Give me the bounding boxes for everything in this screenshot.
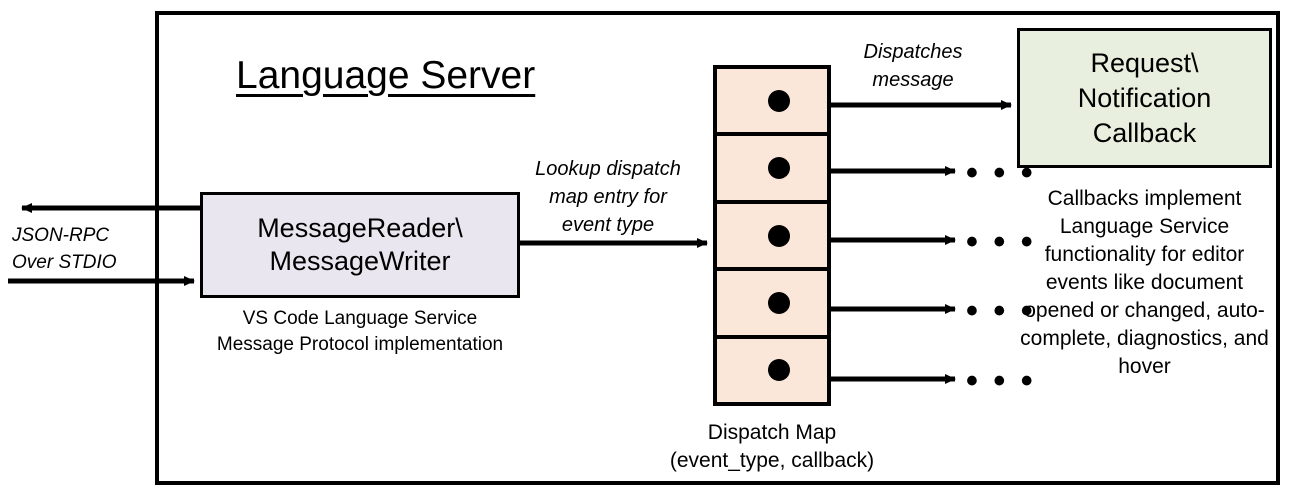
ellipsis-row-4: • • • bbox=[966, 292, 1036, 330]
dispatch-map-table[interactable] bbox=[713, 65, 831, 406]
callback-label-line3: Callback bbox=[1092, 117, 1197, 148]
request-notification-callback-box[interactable]: Request\ Notification Callback bbox=[1017, 28, 1272, 168]
message-writer-label: MessageWriter bbox=[269, 246, 451, 276]
callback-label-line2: Notification bbox=[1077, 82, 1212, 113]
language-server-container bbox=[155, 11, 1280, 485]
dispatch-dot-icon bbox=[768, 359, 790, 382]
dispatch-row-2[interactable] bbox=[717, 136, 827, 204]
dispatch-row-3[interactable] bbox=[717, 204, 827, 272]
message-reader-writer-box[interactable]: MessageReader\ MessageWriter bbox=[200, 192, 520, 298]
callback-caption: Callbacks implement Language Service fun… bbox=[1020, 187, 1269, 378]
dispatch-row-5[interactable] bbox=[717, 339, 827, 402]
message-reader-label: MessageReader\ bbox=[257, 213, 463, 243]
edge-label-dispatches-message: Dispatches message bbox=[863, 41, 963, 91]
callback-label-line1: Request\ bbox=[1090, 47, 1199, 78]
dispatch-dot-icon bbox=[768, 89, 790, 112]
page-title: Language Server bbox=[236, 54, 536, 97]
dispatch-dot-icon bbox=[768, 157, 790, 180]
message-reader-writer-caption: VS Code Language Service Message Protoco… bbox=[216, 308, 504, 355]
dispatch-row-1[interactable] bbox=[717, 69, 827, 137]
dispatch-map-caption: Dispatch Map (event_type, callback) bbox=[669, 421, 875, 472]
edge-label-jsonrpc: JSON-RPC Over STDIO bbox=[12, 225, 117, 273]
ellipsis-row-3: • • • bbox=[966, 223, 1036, 261]
dispatch-dot-icon bbox=[768, 291, 790, 314]
ellipsis-row-2: • • • bbox=[966, 154, 1036, 192]
edge-label-lookup-dispatch: Lookup dispatch map entry for event type bbox=[535, 158, 681, 236]
dispatch-dot-icon bbox=[768, 224, 790, 247]
ellipsis-row-5: • • • bbox=[966, 362, 1036, 400]
dispatch-row-4[interactable] bbox=[717, 271, 827, 339]
